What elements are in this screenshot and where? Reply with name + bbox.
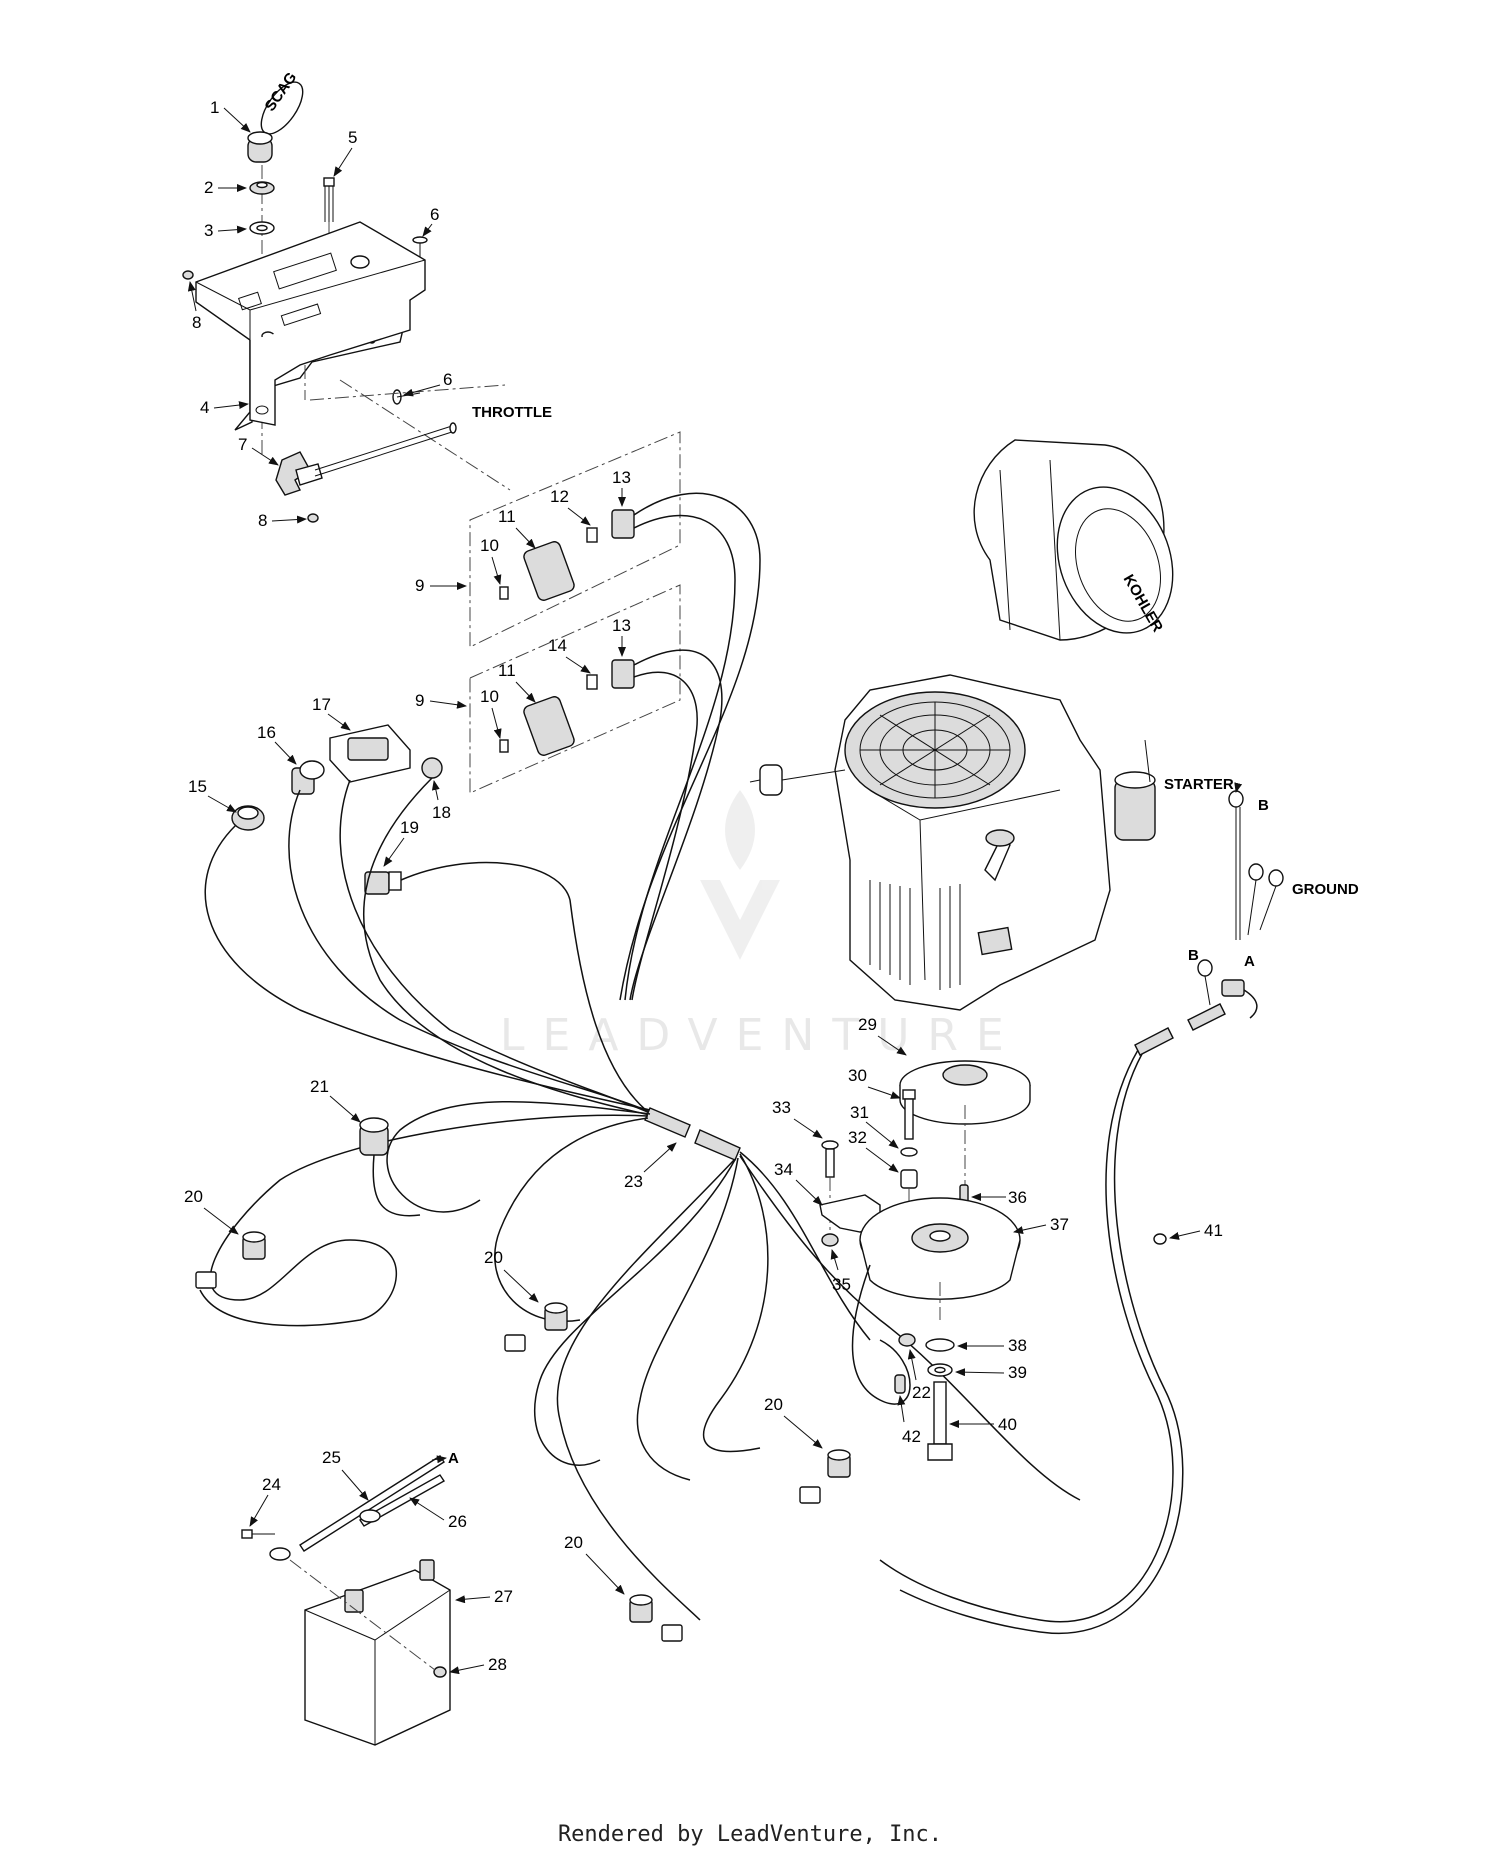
callout-12: 12 [550, 487, 569, 506]
connector-kit-upper [469, 431, 761, 1001]
ground-label: GROUND [1292, 881, 1359, 898]
callout-18: 18 [432, 803, 451, 822]
callout-9-upper: 9 [415, 576, 424, 595]
switch-group [204, 724, 657, 1119]
bolt [323, 177, 335, 222]
callout-21: 21 [310, 1077, 329, 1096]
key-switch [359, 1117, 421, 1217]
callout-16: 16 [257, 723, 276, 742]
engine: KOHLER [749, 439, 1174, 1011]
connector-kit-lower [469, 584, 723, 1001]
callout-10-lower: 10 [480, 687, 499, 706]
relay-middle [504, 1302, 568, 1352]
callout-6-lower: 6 [443, 370, 452, 389]
callout-25: 25 [322, 1448, 341, 1467]
throttle-control [275, 422, 457, 496]
callout-34: 34 [774, 1160, 793, 1179]
relay-right [799, 1449, 851, 1504]
nut [182, 270, 194, 280]
callout-24: 24 [262, 1475, 281, 1494]
callout-labels: 1 2 3 5 6 8 6 4 THROTTLE 7 8 13 12 [184, 98, 1359, 1675]
callout-9-lower: 9 [415, 691, 424, 710]
callout-7: 7 [238, 435, 247, 454]
starter-ground-cables [1197, 790, 1284, 1019]
lock-washer [249, 221, 275, 235]
callout-38: 38 [1008, 1336, 1027, 1355]
footer-credit: Rendered by LeadVenture, Inc. [557, 1822, 943, 1847]
callout-2: 2 [204, 178, 213, 197]
callout-1: 1 [210, 98, 219, 117]
callout-27: 27 [494, 1587, 513, 1606]
nut [307, 513, 319, 523]
clutch-assembly [819, 1060, 1031, 1461]
callout-20-right: 20 [764, 1395, 783, 1414]
callout-4: 4 [200, 398, 209, 417]
wire-harness [199, 1100, 1081, 1621]
fan-grill [859, 701, 1011, 799]
throttle-label: THROTTLE [472, 404, 552, 421]
callout-3: 3 [204, 221, 213, 240]
dash-panel-assembly: SCAG [182, 69, 511, 523]
callout-29: 29 [858, 1015, 877, 1034]
callout-37: 37 [1050, 1215, 1069, 1234]
callout-11-lower: 11 [498, 661, 516, 680]
watermark: LEADVENTURE [500, 790, 1022, 1061]
callout-39: 39 [1008, 1363, 1027, 1382]
panel-bracket [249, 300, 411, 426]
callout-10-upper: 10 [480, 536, 499, 555]
callout-17: 17 [312, 695, 331, 714]
callout-11-upper: 11 [498, 507, 516, 526]
starter-label: STARTER [1164, 776, 1234, 793]
battery-assembly [241, 1455, 451, 1746]
hex-nut [249, 181, 275, 195]
callout-14: 14 [548, 636, 567, 655]
screw [412, 236, 428, 258]
callout-22: 22 [912, 1383, 931, 1402]
callout-13-lower: 13 [612, 616, 631, 635]
ignition-key: SCAG [247, 69, 304, 163]
terminal-a-upper: A [1244, 953, 1255, 970]
callout-28: 28 [488, 1655, 507, 1674]
watermark-text: LEADVENTURE [500, 1010, 1022, 1061]
callout-20-bottom: 20 [564, 1533, 583, 1552]
callout-13-upper: 13 [612, 468, 631, 487]
callout-36: 36 [1008, 1188, 1027, 1207]
terminal-b-upper: B [1258, 797, 1269, 814]
callout-15: 15 [188, 777, 207, 796]
callout-42: 42 [902, 1427, 921, 1446]
callout-8-left: 8 [192, 313, 201, 332]
callout-8-bottom: 8 [258, 511, 267, 530]
callout-20-left: 20 [184, 1187, 203, 1206]
callout-6-upper: 6 [430, 205, 439, 224]
callout-26: 26 [448, 1512, 467, 1531]
callout-20-middle: 20 [484, 1248, 503, 1267]
terminal-a-lower: A [448, 1450, 459, 1467]
callout-30: 30 [848, 1066, 867, 1085]
callout-33: 33 [772, 1098, 791, 1117]
callout-23: 23 [624, 1172, 643, 1191]
callout-40: 40 [998, 1415, 1017, 1434]
relay-bottom [629, 1594, 683, 1642]
relay-left [195, 1231, 266, 1289]
cooling-fins [869, 880, 961, 990]
callout-19: 19 [400, 818, 419, 837]
callout-31: 31 [850, 1103, 869, 1122]
callout-35: 35 [832, 1275, 851, 1294]
terminal-b-lower: B [1188, 947, 1199, 964]
callout-5: 5 [348, 128, 357, 147]
callout-32: 32 [848, 1128, 867, 1147]
callout-41: 41 [1204, 1221, 1223, 1240]
battery-cable [879, 1003, 1226, 1635]
